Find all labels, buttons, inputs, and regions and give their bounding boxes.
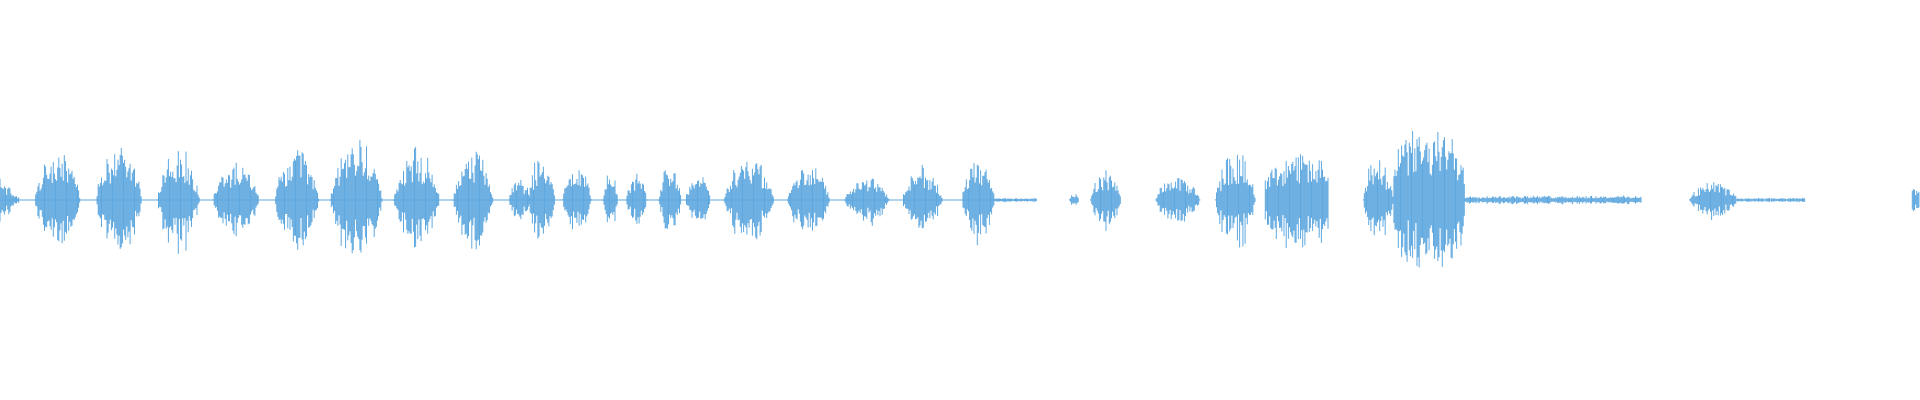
waveform-segment	[562, 170, 592, 230]
waveform-segment	[961, 163, 995, 246]
waveform-segment	[0, 178, 20, 222]
waveform-segment	[212, 162, 259, 237]
waveform-segment	[527, 160, 555, 239]
waveform-segment	[95, 147, 142, 249]
waveform-segment	[844, 178, 890, 226]
waveform-segment	[684, 177, 711, 220]
waveform-segment	[1689, 182, 1738, 220]
waveform-segment	[1264, 154, 1329, 248]
waveform-segment	[1068, 194, 1079, 205]
waveform-segment	[329, 139, 383, 254]
waveform-segment	[1464, 195, 1642, 205]
waveform-segment	[994, 198, 1037, 203]
waveform-segment	[1911, 189, 1920, 211]
waveform-segment	[1393, 131, 1465, 268]
waveform-segment	[1090, 170, 1121, 231]
waveform-segment	[786, 168, 830, 231]
waveform-segment	[602, 175, 618, 223]
waveform-segment	[274, 150, 320, 250]
waveform-segment	[901, 165, 943, 229]
waveform-segment	[393, 146, 440, 248]
waveform-segment	[1362, 160, 1394, 236]
waveform-segment	[658, 170, 682, 229]
waveform-segment	[1155, 178, 1201, 222]
waveform-segment	[452, 151, 494, 250]
waveform-segment	[156, 151, 200, 254]
waveform-segment	[508, 179, 531, 220]
waveform-segment	[34, 155, 81, 244]
waveform-segment	[1214, 154, 1256, 248]
waveform-segment	[723, 161, 774, 240]
waveform-bars	[0, 131, 1920, 268]
waveform-segment	[1737, 197, 1806, 203]
waveform-segment	[625, 173, 648, 224]
